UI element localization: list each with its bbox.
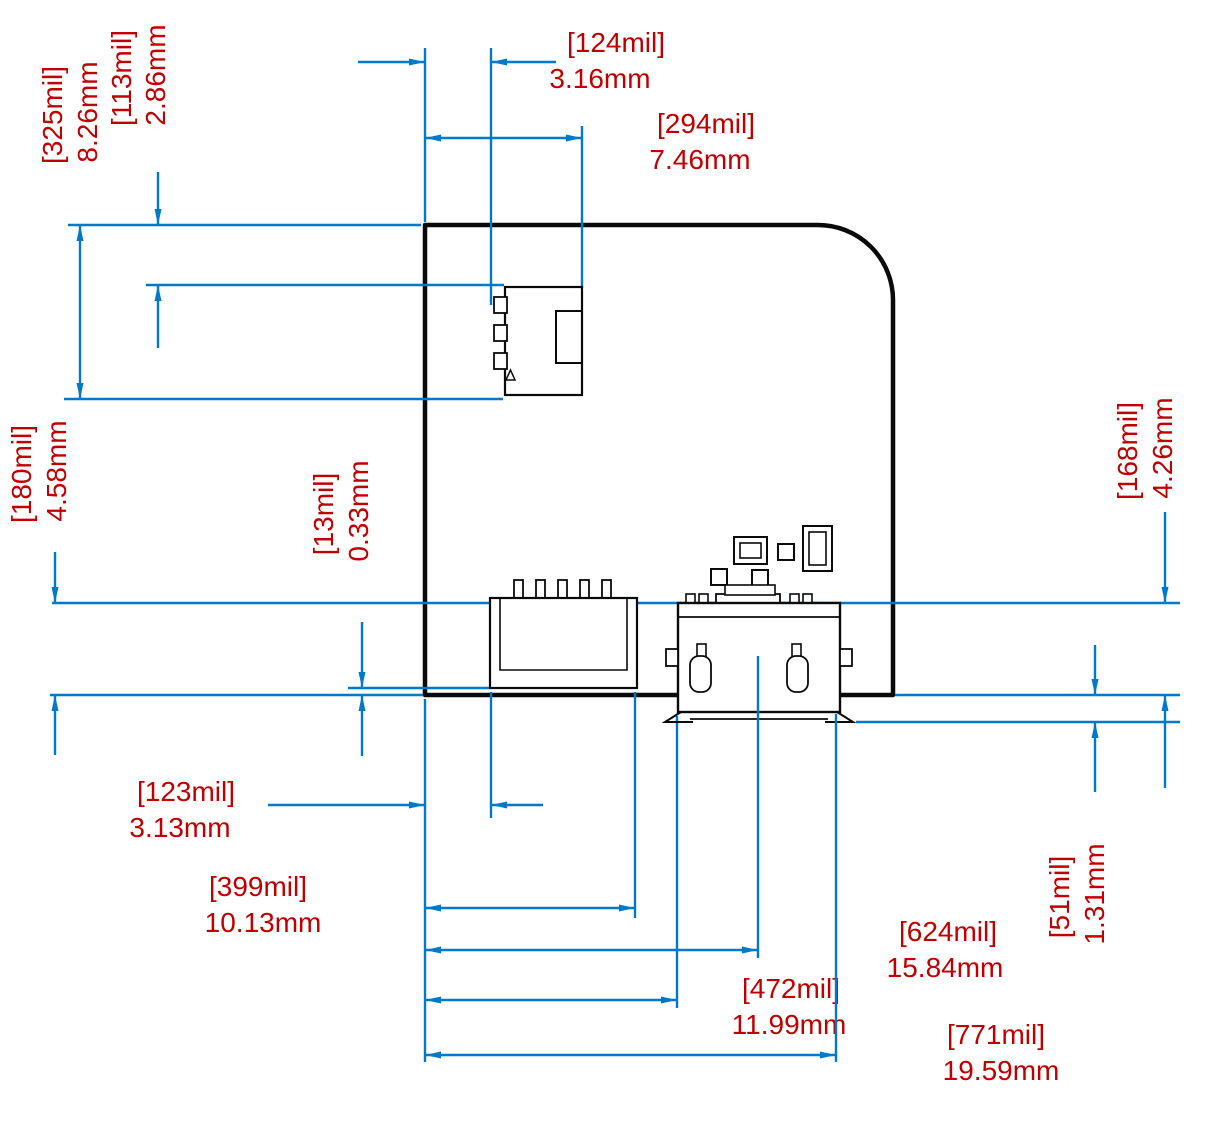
smd-component	[724, 584, 776, 596]
dim-label-mm: 4.26mm	[1147, 397, 1178, 498]
dim-label-mm: 8.26mm	[72, 61, 103, 162]
smd-component	[751, 569, 769, 587]
dim-label-mil: [113mil]	[106, 30, 137, 126]
smd-components	[710, 525, 833, 596]
jst-pin	[601, 579, 612, 600]
dim-label-mil: [472mil]	[742, 973, 840, 1004]
dim-label-mil: [51mil]	[1044, 856, 1075, 938]
dim-label-mil: [180mil]	[6, 425, 37, 523]
smd-component-inner	[808, 531, 827, 566]
dim-label-mm: 15.84mm	[887, 952, 1004, 983]
smd-component	[733, 536, 768, 565]
pcb-board-outline	[422, 222, 896, 698]
dim-label-mil: [325mil]	[37, 66, 68, 164]
usb-side-tab	[839, 648, 853, 667]
usb-bottom-flap	[661, 711, 693, 723]
jst-body	[488, 596, 639, 690]
jst-inner-detail	[499, 598, 628, 671]
top-connector-notch	[555, 310, 582, 364]
jst-pin	[535, 579, 546, 600]
dim-label-mm: 3.16mm	[549, 63, 650, 94]
dim-label-mm: 2.86mm	[140, 24, 171, 125]
smd-component	[802, 525, 833, 572]
dim-label-mil: [294mil]	[657, 108, 755, 139]
usb-mount-leg	[786, 655, 809, 693]
smd-component	[777, 543, 795, 561]
jst-pin	[557, 579, 568, 600]
dim-label-mil: [168mil]	[1112, 402, 1143, 500]
dim-label-mm: 4.58mm	[41, 420, 72, 521]
dim-label-mm: 10.13mm	[205, 907, 322, 938]
jst-pin	[513, 579, 524, 600]
dim-label-mm: 7.46mm	[649, 144, 750, 175]
dim-label-mil: [123mil]	[137, 776, 235, 807]
jst-pin	[579, 579, 590, 600]
pin1-marker-icon	[504, 368, 517, 381]
dimension-lines-layer	[50, 48, 1180, 1062]
usb-bottom-flap	[825, 711, 857, 723]
smd-component	[710, 568, 728, 586]
dim-label-mm: 19.59mm	[943, 1055, 1060, 1086]
top-connector-tab	[493, 324, 508, 342]
dim-label-mil: [124mil]	[567, 27, 665, 58]
dim-label-mil: [624mil]	[899, 916, 997, 947]
top-connector	[493, 285, 584, 397]
dim-label-mm: 0.33mm	[343, 460, 374, 561]
dim-label-mil: [771mil]	[947, 1019, 1045, 1050]
dim-label-mm: 3.13mm	[129, 812, 230, 843]
dim-label-mil: [399mil]	[209, 871, 307, 902]
top-connector-tab	[493, 296, 508, 314]
dimension-labels: [124mil] 3.16mm [294mil] 7.46mm [325mil]…	[6, 24, 1178, 1086]
dim-label-mil: [13mil]	[308, 473, 339, 555]
dim-label-mm: 11.99mm	[732, 1009, 847, 1040]
top-connector-body	[503, 285, 584, 397]
usb-side-tab	[665, 648, 679, 667]
jst-connector	[488, 579, 639, 690]
usb-mount-leg	[689, 655, 712, 693]
dim-label-mm: 1.31mm	[1079, 843, 1110, 944]
top-connector-tab	[493, 352, 508, 370]
smd-component-inner	[739, 542, 762, 559]
